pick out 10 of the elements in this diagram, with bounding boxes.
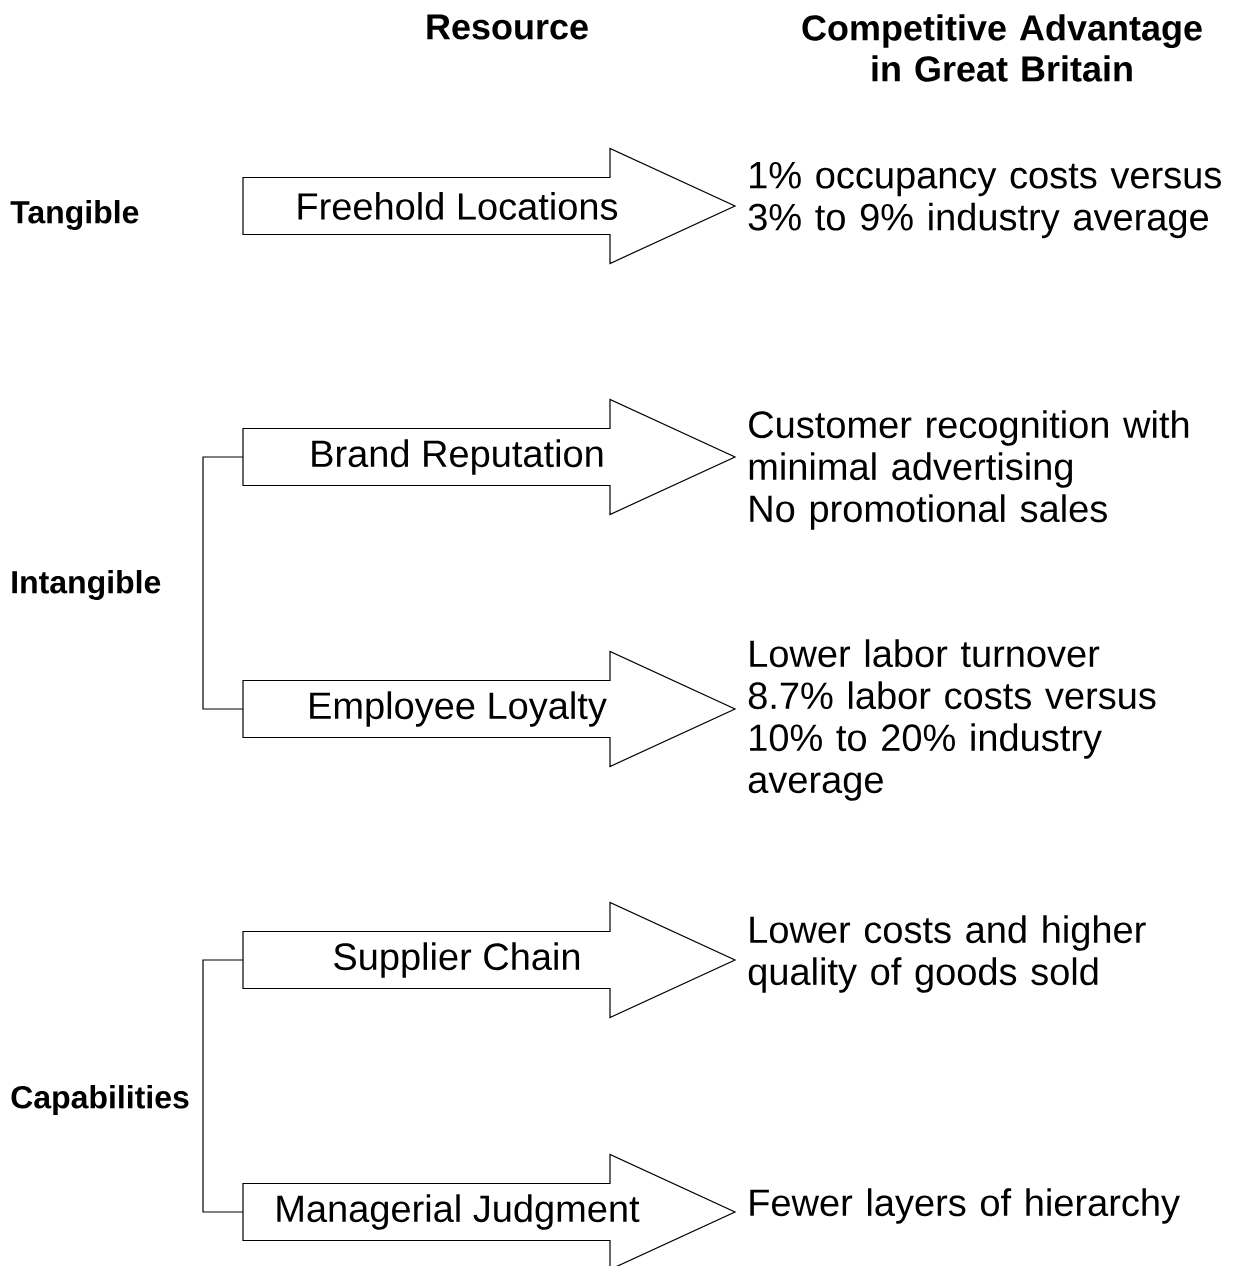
column-heading: Competitive Advantage in Great Britain (802, 14, 1202, 82)
advantage-text: Lower costs and higher quality of goods sold (748, 915, 1146, 993)
advantage-text: Fewer layers of hierarchy (750, 1188, 1180, 1224)
advantage-text: Customer recognition with minimal advertising No promotional sales (749, 410, 1189, 530)
column-heading: Resource (427, 14, 588, 40)
category-label: Intangible (12, 570, 161, 600)
advantage-text: 1% occupancy costs versus 3% to 9% industry average (748, 161, 1221, 239)
category-label: Tangible (10, 200, 139, 230)
category-label: Capabilities (11, 1085, 189, 1115)
advantage-text: Lower labor turnover 8.7% labor costs versus 10% to 20% industry average (748, 639, 1156, 801)
